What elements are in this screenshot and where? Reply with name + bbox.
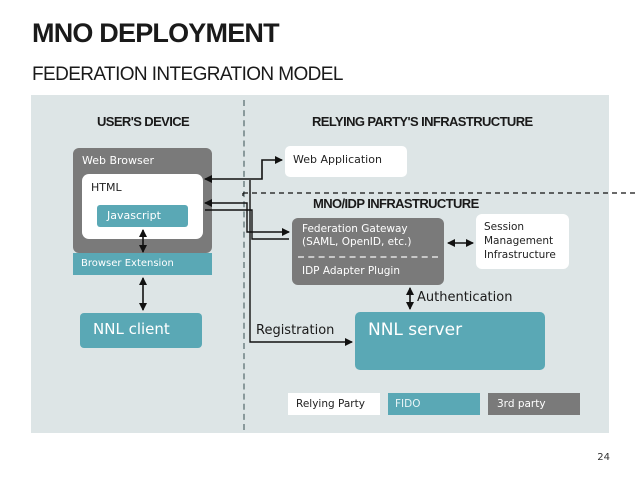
session-line-1: Session: [484, 221, 525, 233]
section-relying-party: RELYING PARTY'S INFRASTRUCTURE: [312, 114, 533, 129]
legend-relying-party: Relying Party: [288, 393, 380, 415]
session-management-box: Session Management Infrastructure: [476, 214, 569, 269]
legend-fido: FIDO: [388, 393, 480, 415]
html-label: HTML: [91, 181, 122, 194]
nnl-client-box: NNL client: [80, 313, 202, 348]
page-number: 24: [597, 452, 610, 463]
js-gateway-arrow-2: [205, 209, 289, 240]
nnl-client-label: NNL client: [93, 320, 170, 338]
nnl-server-label: NNL server: [368, 320, 463, 340]
web-browser-label: Web Browser: [82, 154, 155, 167]
nnl-server-box: NNL server: [355, 312, 545, 370]
slide-title: MNO DEPLOYMENT: [32, 18, 280, 48]
federation-gateway-box: Federation Gateway (SAML, OpenID, etc.) …: [292, 218, 444, 285]
section-mno-idp: MNO/IDP INFRASTRUCTURE: [313, 196, 479, 211]
gateway-adapter-divider: [298, 256, 438, 258]
federation-gateway-line2: (SAML, OpenID, etc.): [302, 236, 412, 248]
legend-relying-party-label: Relying Party: [296, 398, 365, 410]
section-users-device: USER'S DEVICE: [97, 114, 190, 129]
javascript-label: Javascript: [107, 209, 161, 222]
js-gateway-arrow-1: [204, 199, 290, 236]
html-webapp-arrow: [204, 156, 283, 183]
legend-3rd-party-label: 3rd party: [497, 398, 546, 410]
browser-extension-label: Browser Extension: [81, 258, 174, 269]
session-management-label: Session Management Infrastructure: [484, 220, 556, 262]
web-application-label: Web Application: [293, 153, 382, 166]
authentication-label: Authentication: [417, 290, 513, 305]
idp-adapter-label: IDP Adapter Plugin: [302, 265, 400, 277]
federation-gateway-label: Federation Gateway (SAML, OpenID, etc.): [302, 223, 411, 249]
legend-3rd-party: 3rd party: [488, 393, 580, 415]
session-line-3: Infrastructure: [484, 249, 556, 261]
registration-arrow: [249, 180, 353, 346]
browser-extension-box: Browser Extension: [73, 253, 212, 275]
slide-subtitle: FEDERATION INTEGRATION MODEL: [32, 64, 343, 85]
session-line-2: Management: [484, 235, 554, 247]
legend-fido-label: FIDO: [395, 398, 421, 410]
registration-label: Registration: [256, 323, 335, 338]
federation-gateway-line1: Federation Gateway: [302, 223, 408, 235]
web-application-box: Web Application: [285, 146, 407, 177]
javascript-box: Javascript: [97, 205, 188, 227]
device-infra-divider: [243, 100, 245, 430]
